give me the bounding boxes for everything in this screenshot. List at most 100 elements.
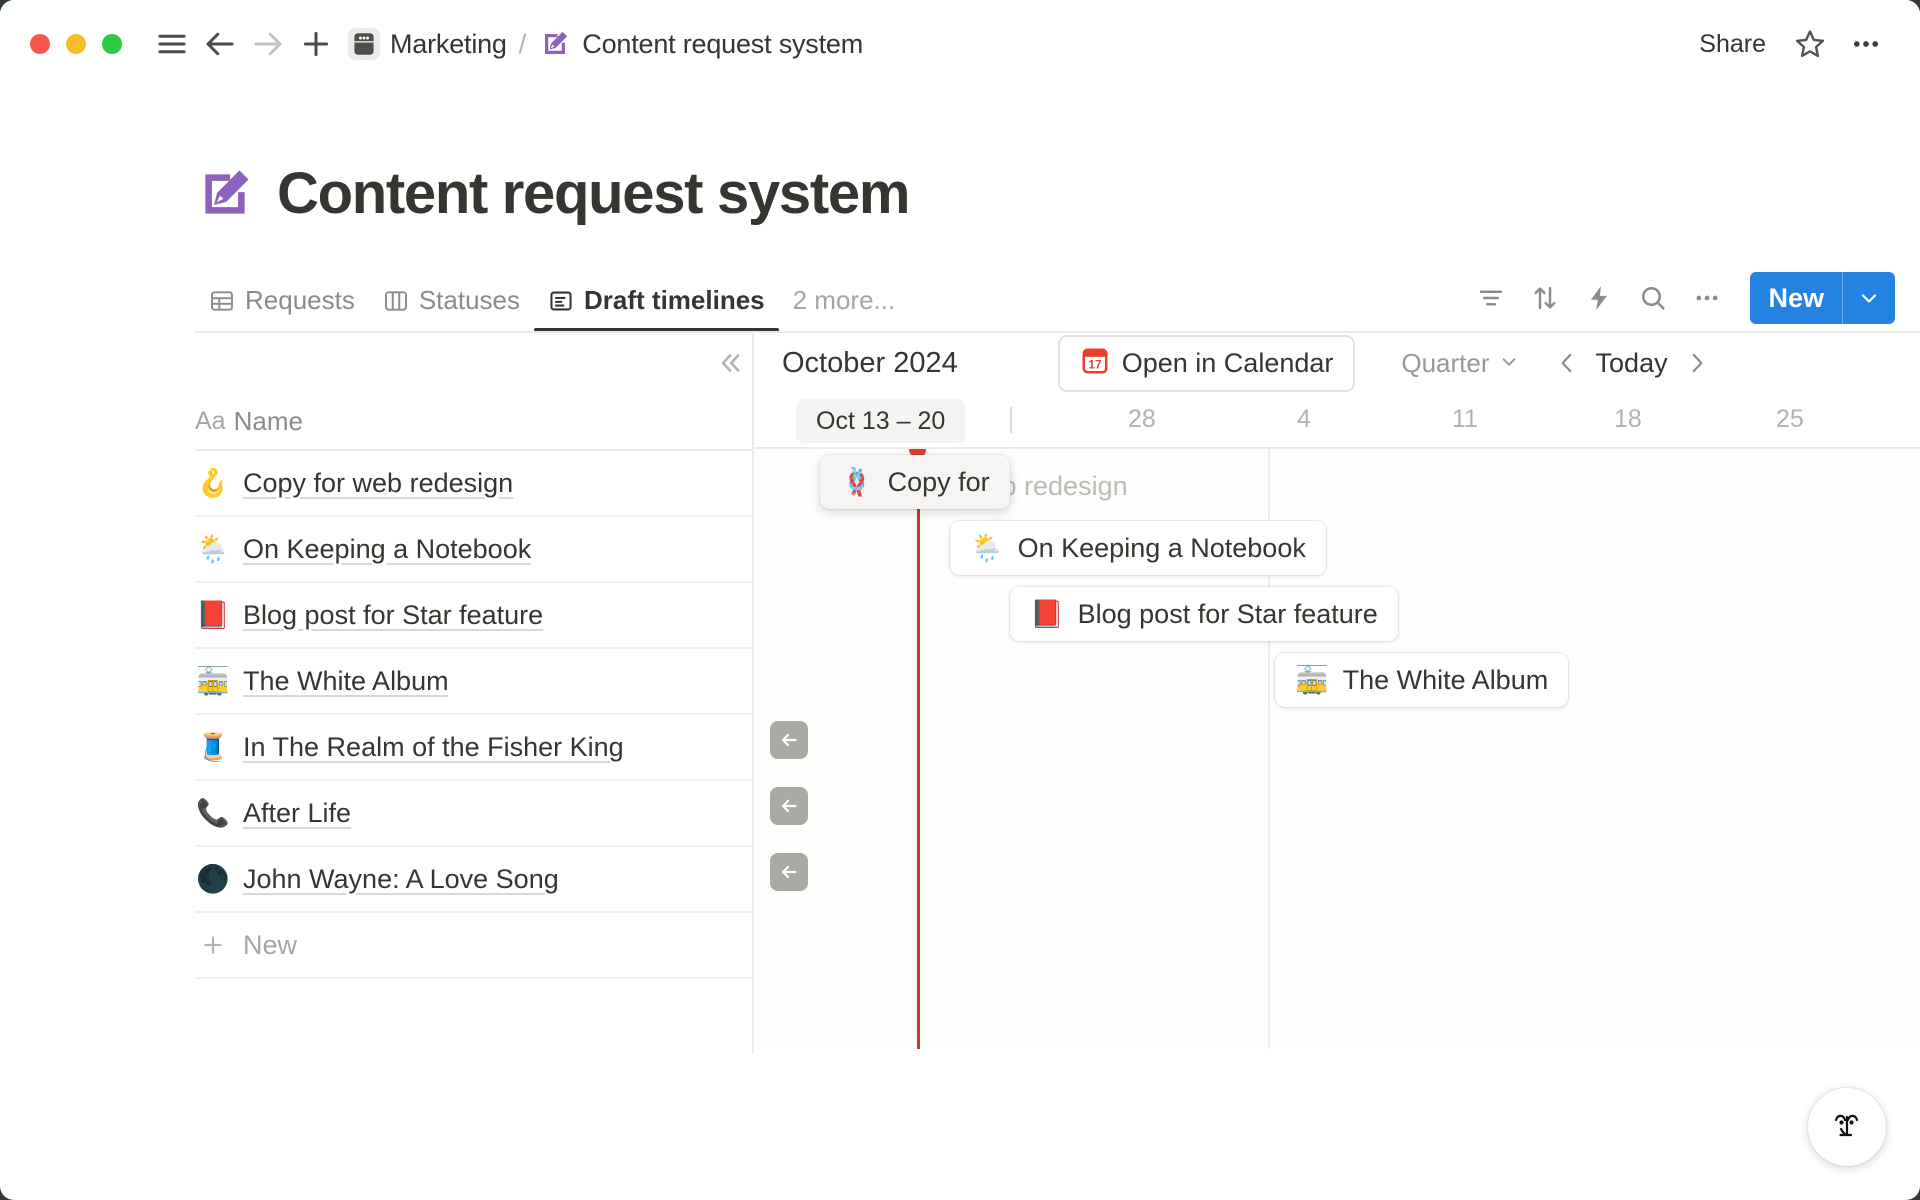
view-toolbar: New: [1466, 272, 1895, 332]
bar-emoji-icon: 🚋: [1295, 665, 1329, 695]
table-icon: [209, 288, 235, 314]
row-emoji-icon: 🚋: [196, 666, 230, 696]
chevron-right-icon[interactable]: [1680, 346, 1714, 380]
plus-icon: [197, 929, 229, 961]
ruler-tick-label: 18: [1614, 405, 1642, 433]
filter-icon[interactable]: [1466, 273, 1516, 323]
list-item[interactable]: 🧵 In The Realm of the Fisher King: [195, 715, 752, 781]
row-title[interactable]: Copy for web redesign: [243, 467, 514, 498]
timeline-row-list: Aa Name 🪝 Copy for web redesign 🌦️ On Ke…: [195, 333, 752, 1053]
open-in-calendar-button[interactable]: 17 Open in Calendar: [1057, 334, 1356, 392]
bar-label: The White Album: [1342, 664, 1549, 695]
timeline-date-ruler: Oct 13 – 20 28 4 11 18 25: [754, 393, 1920, 449]
tabbar-divider: [195, 331, 1920, 333]
tabs-more-button[interactable]: 2 more...: [792, 285, 896, 315]
timeline-canvas[interactable]: 🪢 Copy for web redesign 🌦️ On Keeping a …: [754, 449, 1920, 1049]
scroll-to-item-left-button[interactable]: [770, 721, 808, 759]
row-title[interactable]: Blog post for Star feature: [243, 599, 544, 630]
scroll-to-item-left-button[interactable]: [770, 853, 808, 891]
ruler-tick-label: 4: [1297, 405, 1311, 433]
nav-controls: [148, 20, 340, 68]
selected-range-pill[interactable]: Oct 13 – 20: [796, 399, 966, 443]
row-title[interactable]: On Keeping a Notebook: [243, 533, 532, 564]
timeline-zoom-label: Quarter: [1401, 347, 1490, 378]
tab-label: Requests: [245, 285, 355, 315]
timeline-zoom-select[interactable]: Quarter: [1401, 348, 1519, 379]
timeline-bar[interactable]: 🪢 Copy for: [820, 455, 1010, 509]
collapse-row: [195, 333, 752, 393]
tab-draft-timelines[interactable]: Draft timelines: [534, 285, 779, 332]
scroll-to-item-left-button[interactable]: [770, 787, 808, 825]
ruler-tick-label: 11: [1452, 405, 1478, 433]
more-horizontal-icon[interactable]: [1840, 18, 1892, 70]
list-item[interactable]: 🌑 John Wayne: A Love Song: [195, 847, 752, 913]
forward-arrow-icon[interactable]: [244, 20, 292, 68]
timeline-icon: [548, 288, 574, 314]
breadcrumb: Marketing / Content request system: [348, 27, 863, 61]
list-item[interactable]: 📕 Blog post for Star feature: [195, 583, 752, 649]
tab-requests[interactable]: Requests: [195, 285, 369, 332]
page-title: Content request system: [277, 161, 910, 226]
list-item[interactable]: 🌦️ On Keeping a Notebook: [195, 517, 752, 583]
add-new-row-button[interactable]: New: [195, 913, 752, 979]
row-title[interactable]: In The Realm of the Fisher King: [243, 731, 624, 762]
today-button[interactable]: Today: [1595, 347, 1668, 378]
tab-label: Draft timelines: [584, 285, 765, 315]
sort-icon[interactable]: [1520, 273, 1570, 323]
breadcrumb-page[interactable]: Content request system: [582, 28, 864, 59]
title-bar: Marketing / Content request system Share: [0, 0, 1920, 88]
timeline-bar[interactable]: 🚋 The White Album: [1275, 653, 1569, 707]
bar-emoji-icon: 🪢: [840, 467, 874, 497]
minimize-window-button[interactable]: [66, 34, 86, 54]
memo-pencil-icon[interactable]: [195, 164, 255, 224]
chevron-down-icon: [1498, 348, 1520, 379]
star-icon[interactable]: [1784, 18, 1836, 70]
maximize-window-button[interactable]: [102, 34, 122, 54]
list-item[interactable]: 🪝 Copy for web redesign: [195, 451, 752, 517]
more-horizontal-icon[interactable]: [1682, 273, 1732, 323]
chevron-down-icon[interactable]: [1843, 272, 1895, 324]
back-arrow-icon[interactable]: [196, 20, 244, 68]
bar-label: Copy for: [887, 466, 990, 497]
bar-label: On Keeping a Notebook: [1017, 532, 1306, 563]
timeline-bar[interactable]: 🌦️ On Keeping a Notebook: [950, 521, 1326, 575]
plus-icon[interactable]: [292, 20, 340, 68]
share-button[interactable]: Share: [1699, 29, 1766, 58]
row-emoji-icon: 🧵: [196, 732, 230, 762]
memo-pencil-icon: [538, 27, 572, 61]
new-button-label: New: [1768, 282, 1824, 313]
sidebar-icon[interactable]: [148, 20, 196, 68]
row-title[interactable]: The White Album: [243, 665, 449, 696]
today-indicator-dot: [909, 449, 926, 458]
text-type-icon: Aa: [195, 406, 226, 435]
breadcrumb-workspace[interactable]: Marketing: [390, 28, 507, 59]
ruler-tick-label: 25: [1776, 405, 1804, 433]
list-item[interactable]: 📞 After Life: [195, 781, 752, 847]
window-icon[interactable]: [348, 28, 380, 60]
today-indicator-line: [917, 449, 920, 1049]
automation-bolt-icon[interactable]: [1574, 273, 1624, 323]
new-button[interactable]: New: [1750, 272, 1895, 324]
breadcrumb-separator: /: [518, 28, 527, 59]
timeline-bar[interactable]: 📕 Blog post for Star feature: [1010, 587, 1398, 641]
row-emoji-icon: 📕: [196, 600, 230, 630]
traffic-lights: [30, 34, 122, 54]
timeline-pane: October 2024 17 Open in Calendar Quarter: [752, 333, 1920, 1053]
column-header-name[interactable]: Aa Name: [195, 393, 752, 451]
close-window-button[interactable]: [30, 34, 50, 54]
notion-ai-button[interactable]: [1808, 1088, 1886, 1166]
chevron-left-icon[interactable]: [1550, 346, 1584, 380]
timeline-gridline: [1268, 449, 1270, 1049]
notion-ai-face-icon: [1825, 1103, 1869, 1152]
tab-statuses[interactable]: Statuses: [369, 285, 534, 332]
double-chevron-left-icon[interactable]: [708, 341, 752, 385]
add-new-row-label: New: [243, 929, 298, 960]
calendar-17-icon: 17: [1080, 346, 1110, 381]
list-item[interactable]: 🚋 The White Album: [195, 649, 752, 715]
row-title[interactable]: John Wayne: A Love Song: [243, 863, 559, 894]
ruler-tick-label: 28: [1128, 405, 1156, 433]
row-title[interactable]: After Life: [243, 797, 352, 828]
search-icon[interactable]: [1628, 273, 1678, 323]
bar-emoji-icon: 📕: [1030, 599, 1064, 629]
